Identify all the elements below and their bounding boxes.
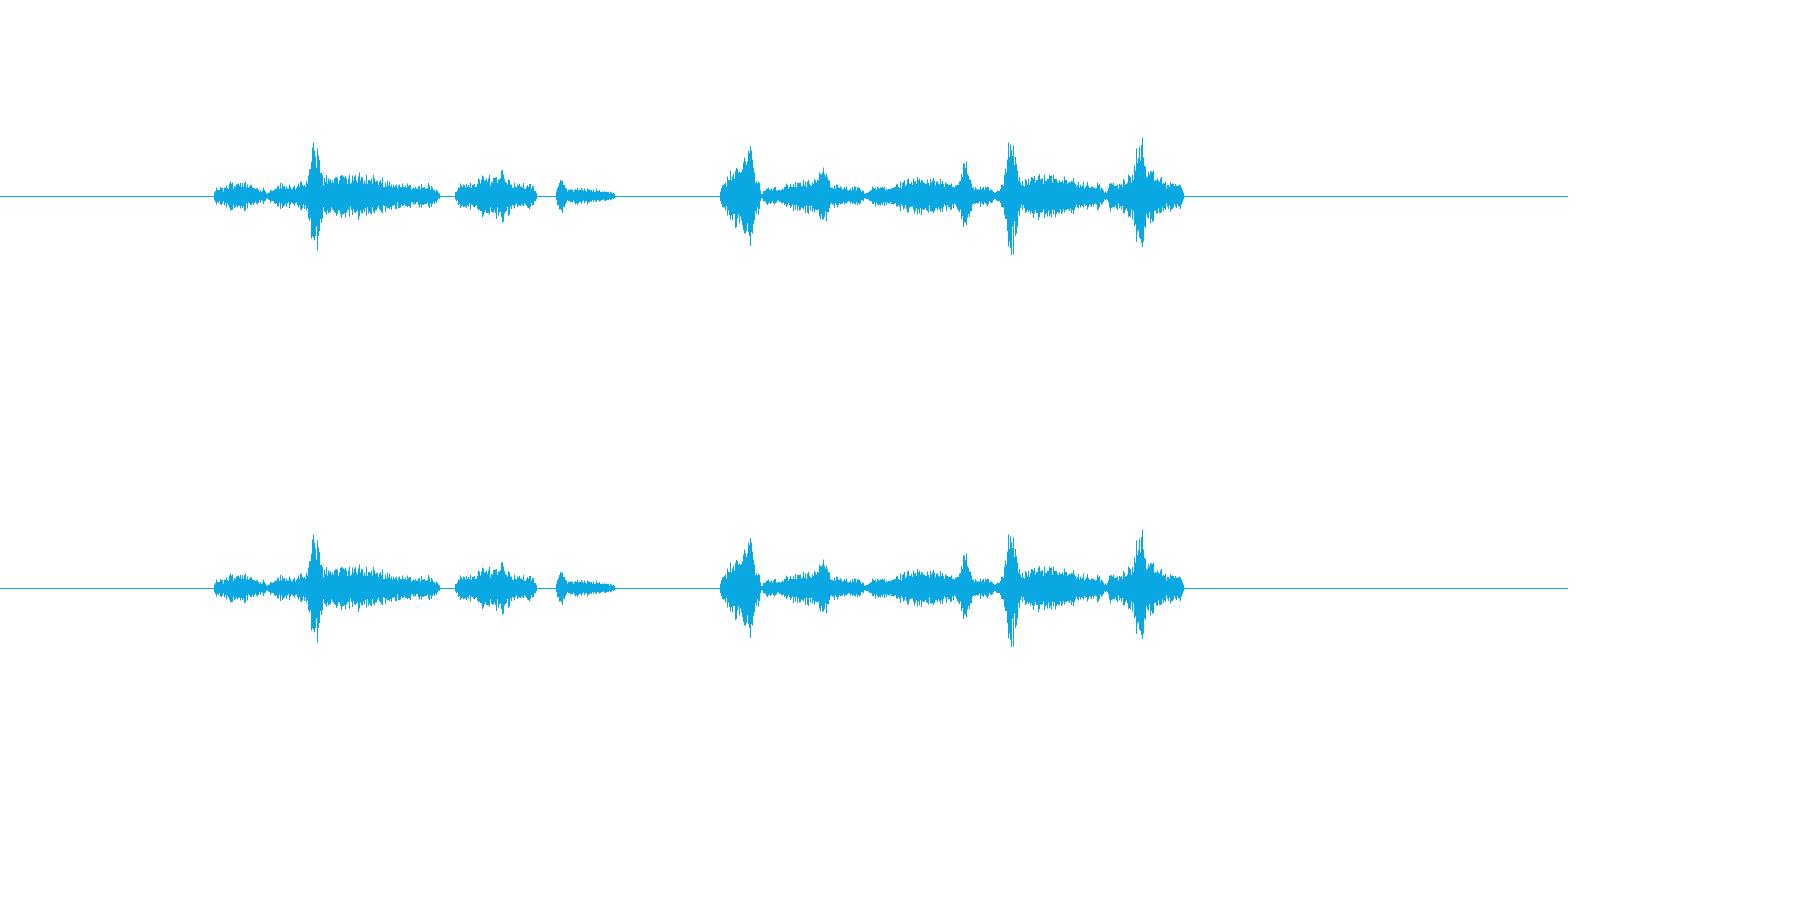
channel-1-waveform <box>0 137 1568 255</box>
channel-2-waveform <box>0 529 1568 647</box>
waveform-trace <box>214 529 1184 647</box>
waveform-trace <box>214 137 1184 255</box>
